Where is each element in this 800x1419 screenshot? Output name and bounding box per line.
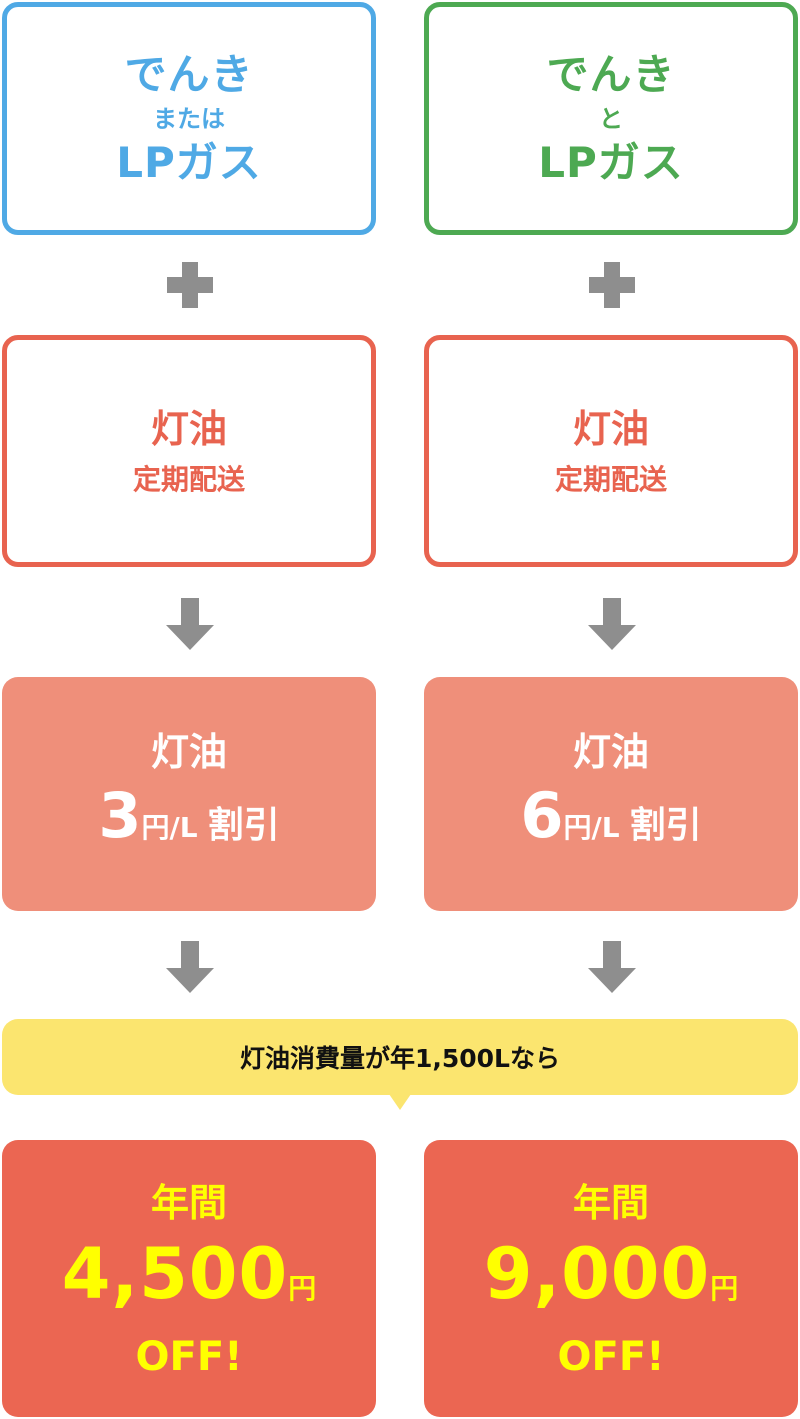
- kerosene-delivery-box-left: 灯油 定期配送: [2, 335, 376, 567]
- discount-rate: 3 円/L 割引: [98, 780, 279, 864]
- off-label: OFF!: [557, 1334, 665, 1380]
- condition-text: 灯油消費量が年1,500Lなら: [239, 1044, 560, 1073]
- discount-box-left: 灯油 3 円/L 割引: [2, 677, 376, 911]
- plus-icon: [589, 262, 635, 308]
- annual-label: 年間: [572, 1181, 649, 1225]
- service-box-electricity-or-lpgas: でんき または LPガス: [2, 2, 376, 235]
- annual-label: 年間: [150, 1181, 227, 1225]
- bubble-tail: [389, 1094, 411, 1110]
- discount-word: 割引: [629, 805, 702, 846]
- delivery-label: 定期配送: [554, 463, 667, 496]
- discount-unit: 円/L: [141, 811, 198, 844]
- service-line-2: と: [599, 104, 623, 133]
- kerosene-delivery-box-right: 灯油 定期配送: [424, 335, 798, 567]
- yen-unit: 円: [288, 1272, 317, 1305]
- savings-amount: 9,000 円: [484, 1231, 738, 1332]
- plus-icon: [167, 262, 213, 308]
- yen-unit: 円: [710, 1272, 739, 1305]
- service-line-3: LPガス: [538, 137, 684, 187]
- kerosene-label: 灯油: [150, 730, 227, 774]
- kerosene-label: 灯油: [150, 407, 227, 451]
- discount-amount: 3: [98, 779, 142, 852]
- savings-amount: 4,500 円: [62, 1231, 316, 1332]
- off-label: OFF!: [135, 1334, 243, 1380]
- service-box-electricity-and-lpgas: でんき と LPガス: [424, 2, 798, 235]
- kerosene-label: 灯油: [572, 730, 649, 774]
- down-arrow-icon: [588, 598, 636, 650]
- delivery-label: 定期配送: [132, 463, 245, 496]
- discount-rate: 6 円/L 割引: [520, 780, 701, 864]
- service-line-3: LPガス: [116, 137, 262, 187]
- discount-amount: 6: [520, 779, 564, 852]
- discount-word: 割引: [207, 805, 280, 846]
- discount-unit: 円/L: [563, 811, 620, 844]
- annual-savings-box-right: 年間 9,000 円 OFF!: [424, 1140, 798, 1417]
- kerosene-label: 灯油: [572, 407, 649, 451]
- down-arrow-icon: [166, 598, 214, 650]
- savings-number: 4,500: [61, 1233, 289, 1315]
- savings-number: 9,000: [483, 1233, 711, 1315]
- discount-box-right: 灯油 6 円/L 割引: [424, 677, 798, 911]
- down-arrow-icon: [166, 941, 214, 993]
- service-line-1: でんき: [546, 49, 676, 99]
- condition-bubble: 灯油消費量が年1,500Lなら: [2, 1019, 798, 1095]
- annual-savings-box-left: 年間 4,500 円 OFF!: [2, 1140, 376, 1417]
- service-line-2: または: [153, 104, 225, 133]
- service-line-1: でんき: [124, 49, 254, 99]
- down-arrow-icon: [588, 941, 636, 993]
